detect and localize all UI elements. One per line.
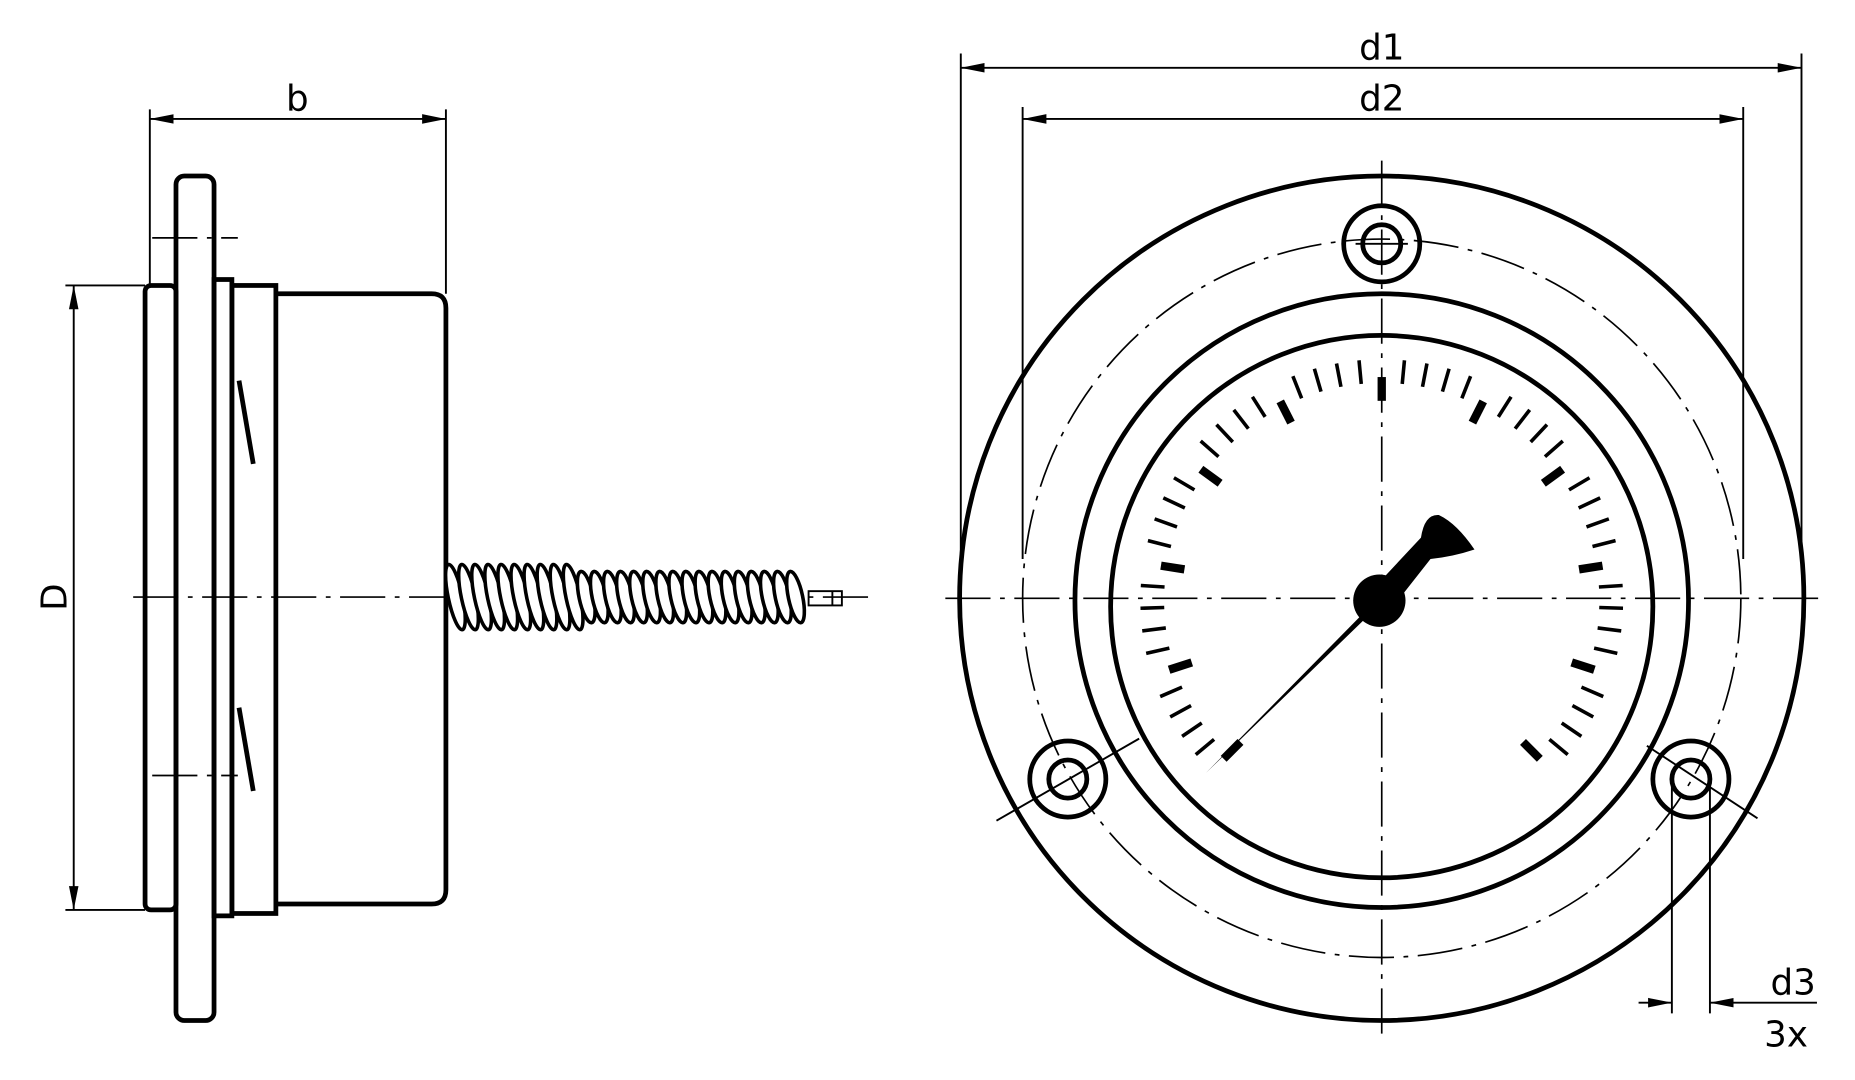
minor-tick	[1577, 496, 1601, 510]
minor-tick	[1568, 476, 1591, 492]
minor-tick	[1560, 721, 1583, 738]
major-tick	[1220, 739, 1244, 762]
mounting-hole-left	[1027, 738, 1109, 820]
minor-tick	[1400, 360, 1407, 385]
front-view: d1 d2 d3 3x	[945, 27, 1822, 1056]
minor-tick	[1548, 738, 1569, 756]
minor-tick	[1154, 517, 1178, 529]
case-body	[275, 291, 449, 907]
glass-mark	[236, 707, 256, 792]
minor-tick	[1159, 685, 1183, 699]
pointer-needle	[1205, 591, 1394, 774]
dial-scale	[1140, 360, 1624, 762]
major-tick	[1570, 658, 1596, 674]
minor-tick	[1599, 605, 1624, 611]
dim-d3-count-label: 3x	[1764, 1015, 1808, 1056]
minor-tick	[1460, 375, 1473, 399]
minor-tick	[1215, 423, 1235, 444]
minor-tick	[1529, 423, 1549, 444]
minor-tick	[1194, 738, 1216, 756]
minor-tick	[1440, 368, 1451, 393]
minor-tick	[1140, 583, 1165, 589]
minor-tick	[1420, 363, 1429, 388]
minor-tick	[1597, 626, 1622, 633]
probe-tip	[807, 590, 843, 607]
flange-plate	[173, 173, 217, 1023]
major-tick	[1198, 465, 1223, 487]
minor-tick	[1580, 685, 1604, 699]
minor-tick	[1145, 646, 1170, 656]
capillary-spring	[443, 562, 807, 632]
spring-coil	[784, 569, 807, 625]
minor-tick	[1142, 626, 1167, 633]
mounting-hole-right	[1650, 738, 1732, 820]
minor-tick	[1357, 360, 1364, 385]
hole-centerline-left	[995, 737, 1140, 822]
major-tick	[1276, 399, 1295, 425]
minor-tick	[1598, 583, 1623, 589]
major-tick	[1520, 739, 1543, 762]
minor-tick	[1250, 395, 1267, 418]
minor-tick	[1181, 721, 1203, 738]
major-tick	[1160, 561, 1186, 574]
minor-tick	[1334, 363, 1343, 388]
minor-tick	[1199, 439, 1220, 459]
minor-tick	[1169, 703, 1192, 719]
dim-d1-label: d1	[1359, 27, 1404, 68]
dim-b-label: b	[286, 79, 309, 120]
pointer-hub	[1353, 574, 1406, 627]
minor-tick	[1312, 368, 1323, 393]
minor-tick	[1173, 476, 1196, 492]
minor-tick	[1513, 408, 1532, 430]
minor-tick	[1232, 408, 1250, 430]
dim-d3-label: d3	[1771, 962, 1816, 1003]
side-view: b D	[35, 79, 871, 1023]
major-tick	[1468, 399, 1487, 425]
major-tick	[1540, 465, 1566, 487]
minor-tick	[1162, 496, 1186, 510]
minor-tick	[1140, 605, 1165, 611]
minor-tick	[1593, 646, 1618, 656]
minor-tick	[1585, 517, 1610, 529]
major-tick	[1167, 658, 1194, 674]
minor-tick	[1571, 703, 1595, 719]
hole-centerline-right	[1646, 744, 1759, 820]
dim-d2-label: d2	[1359, 79, 1404, 120]
case-ring	[229, 283, 279, 916]
minor-tick	[1291, 375, 1304, 399]
minor-tick	[1543, 439, 1564, 459]
mounting-hole-top	[1341, 203, 1423, 285]
minor-tick	[1147, 538, 1172, 549]
glass-mark	[236, 380, 256, 465]
minor-tick	[1592, 538, 1616, 549]
major-tick	[1578, 561, 1604, 574]
minor-tick	[1496, 395, 1513, 418]
dim-D-label: D	[35, 583, 76, 610]
